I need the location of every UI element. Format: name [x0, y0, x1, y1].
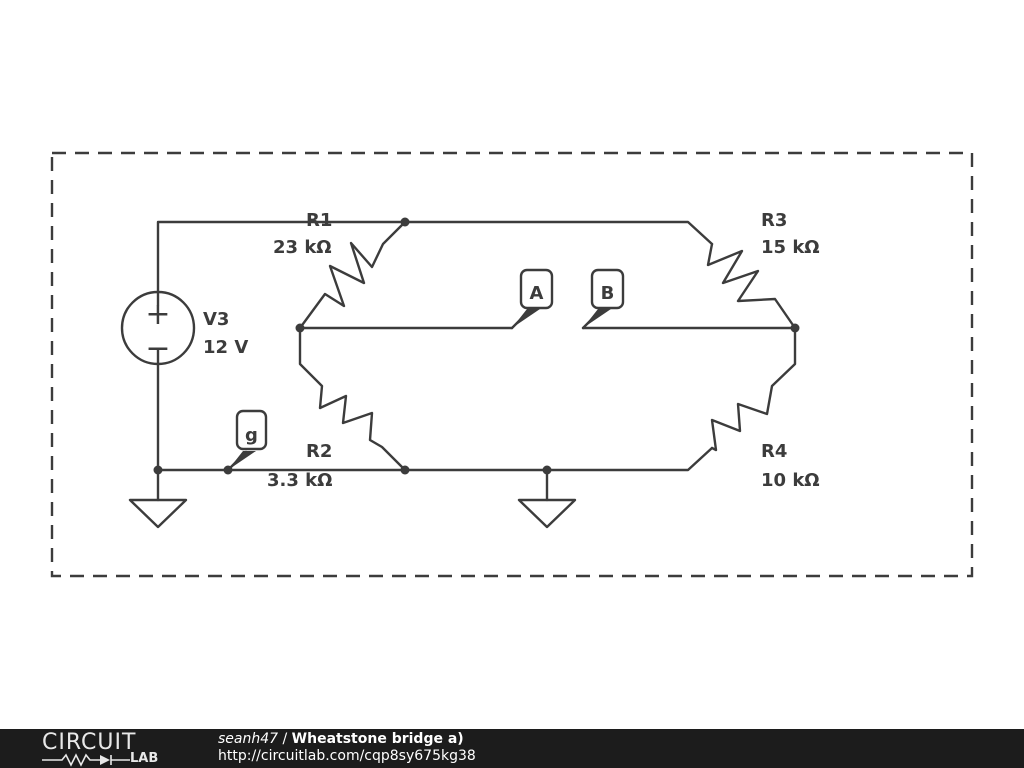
- footer-info: seanh47 / Wheatstone bridge a) http://ci…: [218, 731, 476, 765]
- r2-name: R2: [306, 441, 332, 462]
- circuit-title[interactable]: Wheatstone bridge a): [291, 731, 464, 747]
- probe-g: g: [226, 409, 268, 472]
- r1-value: 23 kΩ: [273, 237, 332, 258]
- v3-value: 12 V: [203, 337, 248, 358]
- ground-left-icon: [128, 498, 188, 529]
- junction-dot: [400, 217, 410, 227]
- junction-dot: [295, 323, 305, 333]
- separator: /: [278, 731, 292, 747]
- r3-value: 15 kΩ: [761, 237, 820, 258]
- junction-dot: [542, 465, 552, 475]
- r4-value: 10 kΩ: [761, 470, 820, 491]
- footer-bar: CIRCUIT LAB seanh47 / Wheatstone bridge …: [0, 729, 1024, 768]
- source-plus: +: [145, 297, 170, 332]
- r3-name: R3: [761, 210, 787, 231]
- resistor-r3: [706, 242, 797, 330]
- r2-value: 3.3 kΩ: [267, 470, 332, 491]
- probe-a-label: A: [530, 283, 544, 304]
- author-link[interactable]: seanh47: [218, 731, 279, 747]
- junction-dot: [153, 465, 163, 475]
- logo-text-lab: LAB: [130, 751, 159, 766]
- wire-bottom: [156, 348, 714, 472]
- wire-top: [156, 220, 714, 307]
- v3-name: V3: [203, 309, 229, 330]
- probe-b-label: B: [601, 283, 615, 304]
- probe-a: A: [510, 268, 554, 330]
- logo-text-circuit: CIRCUIT: [42, 730, 137, 755]
- circuit-url-link[interactable]: http://circuitlab.com/cqp8sy675kg38: [218, 748, 476, 764]
- source-minus: −: [145, 331, 170, 366]
- schematic-diagram: + − A B g R1 23 kΩ R2 3.3 kΩ R3 15 kΩ R4…: [50, 151, 974, 578]
- probe-g-label: g: [245, 425, 258, 446]
- voltage-source-v3: [120, 290, 196, 366]
- resistor-r1: [298, 220, 407, 330]
- r4-name: R4: [761, 441, 787, 462]
- schematic-border: [50, 151, 974, 578]
- circuitlab-logo[interactable]: CIRCUIT LAB: [42, 731, 177, 768]
- r1-name: R1: [306, 210, 332, 231]
- junction-dot: [790, 323, 800, 333]
- probe-b: B: [581, 268, 625, 330]
- ground-mid-icon: [517, 498, 577, 529]
- junction-dot: [400, 465, 410, 475]
- resistor-r4: [710, 326, 797, 452]
- resistor-r2: [298, 326, 407, 472]
- resistor-diode-icon: [42, 753, 130, 767]
